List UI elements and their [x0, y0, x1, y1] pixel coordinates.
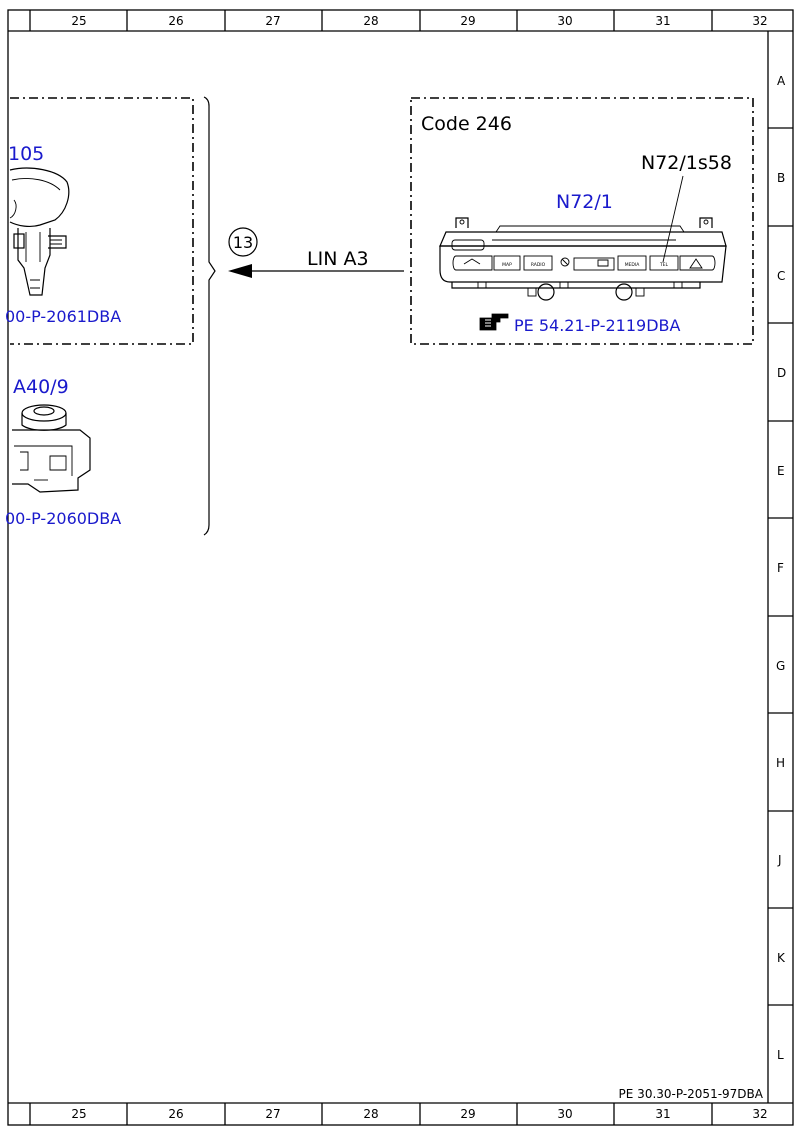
switch-label: N72/1s58: [641, 152, 732, 174]
column-number-bottom: 25: [71, 1107, 86, 1121]
column-number-bottom: 31: [655, 1107, 670, 1121]
pointing-hand-icon: [479, 313, 509, 331]
left-top-component-label: 105: [8, 143, 44, 165]
code-title: Code 246: [421, 113, 512, 135]
column-number-top: 25: [71, 14, 86, 28]
column-number-bottom: 30: [557, 1107, 572, 1121]
row-letter: C: [777, 269, 785, 283]
right-reference: PE 54.21-P-2119DBA: [514, 316, 681, 335]
row-ticks: [768, 127, 793, 1006]
row-letter: B: [777, 171, 785, 185]
row-letter: E: [777, 464, 785, 478]
sheet-frame: [7, 9, 794, 1126]
column-number-top: 30: [557, 14, 572, 28]
svg-text:RADIO: RADIO: [531, 262, 546, 268]
row-letter: K: [777, 951, 786, 965]
column-number-bottom: 26: [168, 1107, 183, 1121]
svg-text:MAP: MAP: [502, 262, 512, 268]
column-ticks-top: [29, 10, 713, 31]
left-top-dashed-box: [10, 97, 194, 345]
svg-text:MEDIA: MEDIA: [625, 262, 641, 268]
column-number-top: 27: [265, 14, 280, 28]
lin-bus-label: LIN A3: [307, 248, 369, 270]
switch-leader-line: [662, 175, 684, 263]
arrow-head-icon: [228, 264, 252, 278]
column-number-top: 32: [752, 14, 767, 28]
row-letter: J: [777, 853, 782, 867]
right-dashed-box: [410, 97, 754, 345]
column-number-bottom: 27: [265, 1107, 280, 1121]
left-bottom-component-label: A40/9: [13, 376, 69, 398]
control-panel-drawing: MAP RADIO MEDIA TEL: [439, 217, 727, 301]
column-number-top: 26: [168, 14, 183, 28]
grouping-brace: [203, 96, 216, 536]
svg-text:TEL: TEL: [659, 262, 669, 268]
left-bottom-component-drawing: [12, 404, 91, 493]
column-number-bottom: 29: [460, 1107, 475, 1121]
row-letter: H: [776, 756, 785, 770]
column-number-bottom: 28: [363, 1107, 378, 1121]
column-number-top: 28: [363, 14, 378, 28]
row-letter: G: [776, 659, 785, 673]
footer-reference: PE 30.30-P-2051-97DBA: [619, 1087, 764, 1101]
row-letter: A: [777, 74, 786, 88]
row-letter: L: [777, 1048, 784, 1062]
column-number-top: 31: [655, 14, 670, 28]
left-top-component-drawing: [9, 167, 70, 296]
left-bottom-reference: 00-P-2060DBA: [5, 509, 121, 528]
row-letter: F: [777, 561, 784, 575]
component-label: N72/1: [556, 191, 613, 213]
column-ticks-bottom: [29, 1103, 713, 1125]
row-letter: D: [777, 366, 786, 380]
column-number-top: 29: [460, 14, 475, 28]
left-top-reference: 00-P-2061DBA: [5, 307, 121, 326]
node-circle: [228, 227, 258, 257]
node-number: 13: [233, 233, 253, 252]
column-number-bottom: 32: [752, 1107, 767, 1121]
